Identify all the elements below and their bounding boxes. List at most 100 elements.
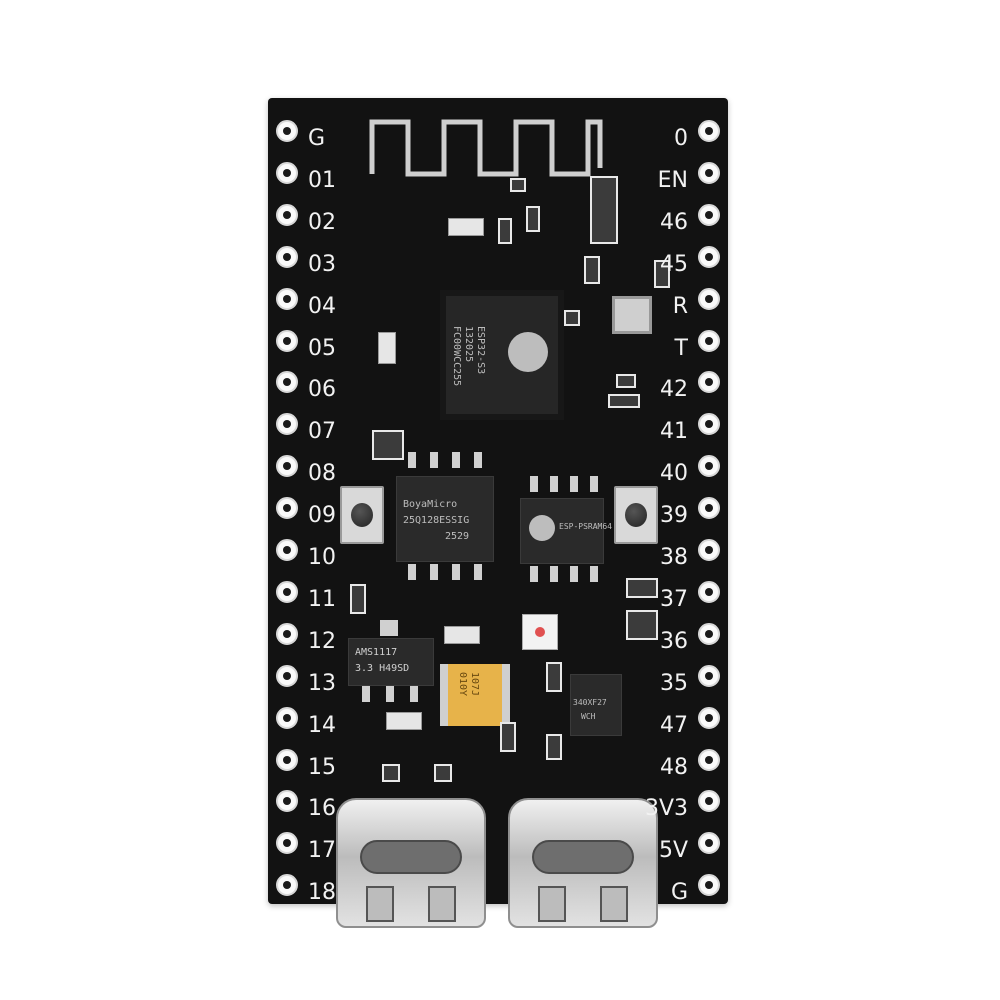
flash-leg bbox=[474, 564, 482, 580]
smd-component bbox=[626, 610, 658, 640]
pin-label-right: 47 bbox=[660, 712, 688, 738]
pin-label-left: 16 bbox=[308, 796, 336, 822]
usb-chip-label-2: WCH bbox=[581, 712, 596, 721]
pin-label-left: 13 bbox=[308, 670, 336, 696]
boot-button-cap bbox=[351, 503, 373, 527]
smd-resistor bbox=[444, 626, 480, 644]
header-pad-left[interactable] bbox=[276, 622, 298, 645]
header-pad-right[interactable] bbox=[698, 874, 720, 897]
header-pad-left[interactable] bbox=[276, 748, 298, 771]
header-pad-right[interactable] bbox=[698, 245, 720, 268]
flash-label-1: BoyaMicro bbox=[403, 499, 458, 510]
flash-leg bbox=[408, 452, 416, 468]
header-pad-right[interactable] bbox=[698, 371, 720, 394]
flash-label-2: 25Q128ESSIG bbox=[403, 515, 470, 526]
header-pad-right[interactable] bbox=[698, 497, 720, 520]
header-pad-left[interactable] bbox=[276, 706, 298, 729]
reset-button[interactable] bbox=[614, 486, 658, 544]
header-pad-left[interactable] bbox=[276, 329, 298, 352]
header-pad-right[interactable] bbox=[698, 664, 720, 687]
header-pad-right[interactable] bbox=[698, 706, 720, 729]
header-pad-right[interactable] bbox=[698, 203, 720, 226]
smd-resistor bbox=[378, 332, 396, 364]
capacitor-label-2: 010Y bbox=[457, 672, 468, 697]
header-pad-left[interactable] bbox=[276, 287, 298, 310]
header-pad-right[interactable] bbox=[698, 580, 720, 603]
header-pad-right[interactable] bbox=[698, 790, 720, 813]
header-pad-left[interactable] bbox=[276, 413, 298, 436]
pin-label-right: 41 bbox=[660, 419, 688, 445]
header-pad-left[interactable] bbox=[276, 580, 298, 603]
header-pad-right[interactable] bbox=[698, 120, 720, 142]
psram-leg bbox=[590, 476, 598, 492]
pin-label-left: G bbox=[308, 126, 326, 151]
pin-label-left: 09 bbox=[308, 503, 336, 529]
pin-label-right: 35 bbox=[660, 670, 688, 696]
header-pad-left[interactable] bbox=[276, 874, 298, 897]
header-pad-right[interactable] bbox=[698, 329, 720, 352]
header-pad-right[interactable] bbox=[698, 748, 720, 771]
usb-chip-label-1: 340XF27 bbox=[573, 698, 607, 707]
smd-component bbox=[510, 178, 526, 192]
psram-label: ESP-PSRAM64 bbox=[559, 522, 612, 531]
pin-label-left: 05 bbox=[308, 335, 336, 361]
header-pad-left[interactable] bbox=[276, 832, 298, 855]
smd-component bbox=[564, 310, 580, 326]
pin-label-right: 39 bbox=[660, 503, 688, 529]
pin-label-left: 06 bbox=[308, 377, 336, 403]
pin-label-left: 10 bbox=[308, 545, 336, 570]
header-pad-left[interactable] bbox=[276, 497, 298, 520]
header-pad-left[interactable] bbox=[276, 539, 298, 561]
header-pad-right[interactable] bbox=[698, 413, 720, 436]
pin-label-left: 12 bbox=[308, 628, 336, 654]
pin-label-left: 01 bbox=[308, 167, 336, 193]
flash-leg bbox=[452, 452, 460, 468]
header-pad-left[interactable] bbox=[276, 790, 298, 813]
psram-leg bbox=[550, 566, 558, 582]
boot-button[interactable] bbox=[340, 486, 384, 544]
smd-resistor bbox=[448, 218, 484, 236]
pin-label-left: 08 bbox=[308, 461, 336, 487]
usb-c-port-left[interactable] bbox=[336, 798, 486, 928]
pin-label-left: 03 bbox=[308, 251, 336, 277]
header-pad-left[interactable] bbox=[276, 371, 298, 394]
header-pad-left[interactable] bbox=[276, 120, 298, 142]
header-pad-right[interactable] bbox=[698, 832, 720, 855]
flash-label-3: 2529 bbox=[445, 531, 470, 542]
crystal bbox=[612, 296, 652, 334]
psram-leg bbox=[570, 566, 578, 582]
pin-label-left: 18 bbox=[308, 880, 336, 906]
flash-leg bbox=[452, 564, 460, 580]
header-pad-right[interactable] bbox=[698, 539, 720, 561]
smd-component bbox=[498, 218, 512, 244]
pin-label-right: 3V3 bbox=[644, 796, 688, 822]
psram-leg bbox=[530, 566, 538, 582]
header-pad-right[interactable] bbox=[698, 455, 720, 478]
flash-leg bbox=[430, 564, 438, 580]
voltage-regulator: AMS1117 3.3 H49SD bbox=[348, 638, 434, 686]
header-pad-left[interactable] bbox=[276, 664, 298, 687]
psram-chip: ESP-PSRAM64 bbox=[520, 498, 612, 564]
reset-button-cap bbox=[625, 503, 647, 527]
header-pad-right[interactable] bbox=[698, 161, 720, 184]
header-pad-left[interactable] bbox=[276, 161, 298, 184]
rgb-led bbox=[522, 614, 558, 650]
pin-label-left: 11 bbox=[308, 586, 336, 612]
antenna-trace bbox=[369, 119, 603, 177]
pin-label-right: 37 bbox=[660, 586, 688, 612]
pin-label-right: G bbox=[670, 880, 688, 906]
smd-component bbox=[608, 394, 640, 408]
usb-c-port-right[interactable] bbox=[508, 798, 658, 928]
smd-component bbox=[546, 662, 562, 692]
flash-leg bbox=[408, 564, 416, 580]
regulator-leg bbox=[362, 686, 370, 702]
header-pad-right[interactable] bbox=[698, 287, 720, 310]
smd-component bbox=[500, 722, 516, 752]
header-pad-right[interactable] bbox=[698, 622, 720, 645]
smd-component bbox=[590, 176, 618, 244]
header-pad-left[interactable] bbox=[276, 245, 298, 268]
header-pad-left[interactable] bbox=[276, 203, 298, 226]
header-pad-left[interactable] bbox=[276, 455, 298, 478]
psram-leg bbox=[530, 476, 538, 492]
esp32-label-3: FC00WCC255 bbox=[451, 326, 462, 387]
